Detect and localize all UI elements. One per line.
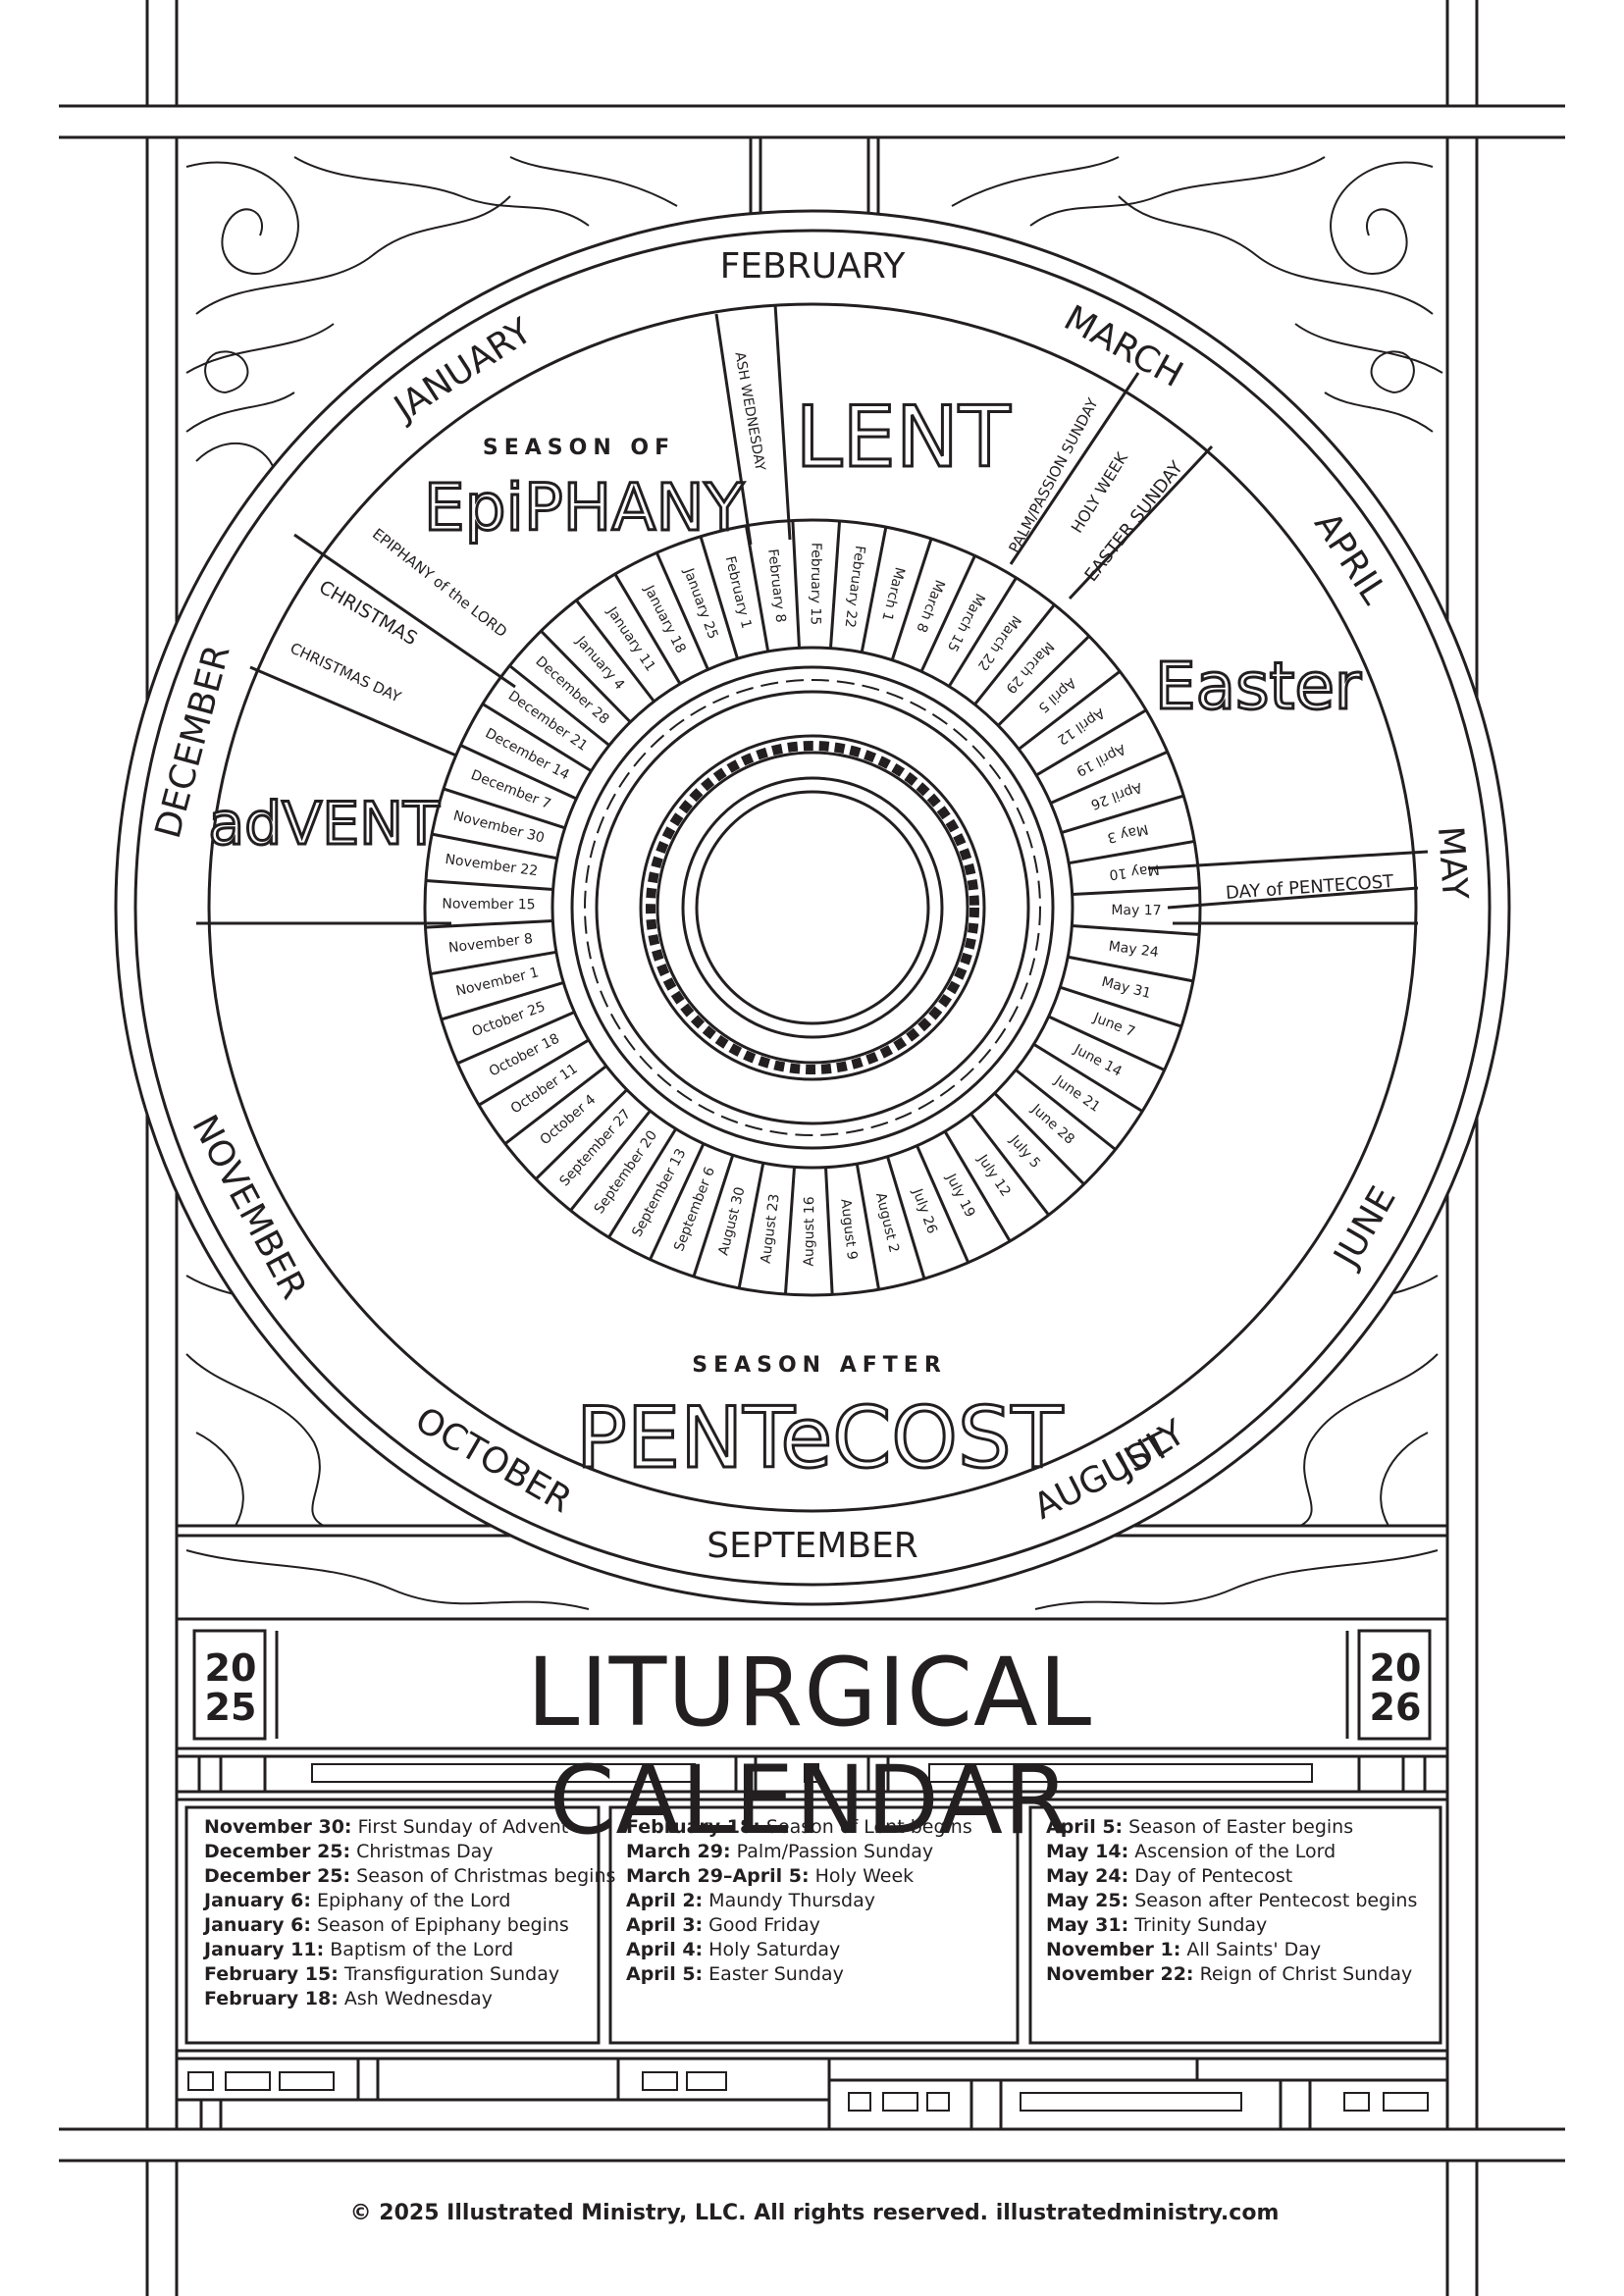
- date-entry-date: February 15:: [204, 1963, 339, 1985]
- date-entry-date: January 6:: [204, 1914, 311, 1936]
- date-entry-date: May 31:: [1046, 1914, 1128, 1936]
- date-entry-event: First Sunday of Advent: [352, 1816, 569, 1838]
- date-entry-event: Trinity Sunday: [1128, 1914, 1267, 1936]
- easter-label: Easter: [1155, 649, 1362, 724]
- date-entry: February 15: Transfiguration Sunday: [204, 1962, 597, 1987]
- year-left: 20 25: [196, 1648, 265, 1727]
- date-entry: January 6: Season of Epiphany begins: [204, 1913, 597, 1938]
- date-entry: April 5: Easter Sunday: [626, 1962, 1014, 1987]
- date-entry: May 25: Season after Pentecost begins: [1046, 1889, 1437, 1913]
- date-entry-date: April 3:: [626, 1914, 703, 1936]
- year-left-top: 20: [196, 1648, 265, 1688]
- date-entry-date: December 25:: [204, 1841, 350, 1862]
- date-entry-date: December 25:: [204, 1865, 350, 1887]
- pentecost-prefix: SEASON AFTER: [692, 1353, 947, 1378]
- date-entry-event: Holy Saturday: [703, 1939, 840, 1960]
- lent-label: LENT: [795, 389, 1011, 487]
- copyright-footer: © 2025 Illustrated Ministry, LLC. All ri…: [177, 2201, 1452, 2225]
- date-entry-event: Easter Sunday: [703, 1963, 844, 1985]
- date-entry: December 25: Christmas Day: [204, 1840, 597, 1864]
- date-entry: January 11: Baptism of the Lord: [204, 1938, 597, 1962]
- date-entry-event: Season of Easter begins: [1123, 1816, 1353, 1838]
- epiphany-prefix: SEASON OF: [483, 436, 675, 460]
- date-entry-date: January 11:: [204, 1939, 324, 1960]
- date-entry-date: May 14:: [1046, 1841, 1128, 1862]
- date-entry-date: May 24:: [1046, 1865, 1128, 1887]
- date-entry: April 2: Maundy Thursday: [626, 1889, 1014, 1913]
- date-entry: May 24: Day of Pentecost: [1046, 1864, 1437, 1889]
- dates-panel-lent: February 18: Season of Lent beginsMarch …: [626, 1815, 1014, 2051]
- year-right-top: 20: [1361, 1648, 1430, 1688]
- date-entry-date: November 1:: [1046, 1939, 1180, 1960]
- date-entry-date: April 4:: [626, 1939, 703, 1960]
- month-label: FEBRUARY: [720, 246, 907, 287]
- date-entry-event: Season after Pentecost begins: [1128, 1890, 1417, 1911]
- date-entry-event: Season of Epiphany begins: [311, 1914, 569, 1936]
- date-entry: November 30: First Sunday of Advent: [204, 1815, 597, 1840]
- dates-list: April 5: Season of Easter beginsMay 14: …: [1046, 1815, 1437, 1987]
- date-entry-event: Transfiguration Sunday: [339, 1963, 559, 1985]
- date-entry-event: Christmas Day: [350, 1841, 493, 1862]
- date-entry-date: April 5:: [626, 1963, 703, 1985]
- date-entry: February 18: Season of Lent begins: [626, 1815, 1014, 1840]
- date-entry: April 3: Good Friday: [626, 1913, 1014, 1938]
- date-entry-event: Day of Pentecost: [1128, 1865, 1292, 1887]
- date-entry-date: November 30:: [204, 1816, 352, 1838]
- date-entry-event: Ascension of the Lord: [1128, 1841, 1336, 1862]
- date-entry-date: March 29–April 5:: [626, 1865, 810, 1887]
- year-left-bottom: 25: [196, 1688, 265, 1727]
- date-entry-event: Maundy Thursday: [703, 1890, 875, 1911]
- date-entry: November 22: Reign of Christ Sunday: [1046, 1962, 1437, 1987]
- date-entry: February 18: Ash Wednesday: [204, 1987, 597, 2011]
- date-entry: March 29–April 5: Holy Week: [626, 1864, 1014, 1889]
- month-label: SEPTEMBER: [707, 1526, 918, 1566]
- date-entry-date: February 18:: [626, 1816, 760, 1838]
- date-entry-event: Ash Wednesday: [339, 1988, 493, 2009]
- date-entry-event: All Saints' Day: [1180, 1939, 1321, 1960]
- date-entry-date: January 6:: [204, 1890, 311, 1911]
- date-entry-event: Reign of Christ Sunday: [1194, 1963, 1413, 1985]
- date-entry: April 5: Season of Easter begins: [1046, 1815, 1437, 1840]
- date-entry-date: March 29:: [626, 1841, 731, 1862]
- sunday-label: May 17: [1111, 903, 1161, 918]
- pentecost-label: PENTeCOST: [576, 1389, 1064, 1487]
- date-entry: May 14: Ascension of the Lord: [1046, 1840, 1437, 1864]
- sunday-label: August 16: [802, 1196, 818, 1266]
- advent-label: adVENT: [208, 790, 440, 859]
- date-entry-date: April 2:: [626, 1890, 703, 1911]
- date-entry-event: Baptism of the Lord: [324, 1939, 513, 1960]
- date-entry-event: Season of Lent begins: [760, 1816, 972, 1838]
- date-entry: April 4: Holy Saturday: [626, 1938, 1014, 1962]
- date-entry-event: Good Friday: [703, 1914, 820, 1936]
- month-label: MAY: [1430, 825, 1475, 903]
- date-entry: November 1: All Saints' Day: [1046, 1938, 1437, 1962]
- date-entry-event: Palm/Passion Sunday: [731, 1841, 934, 1862]
- date-entry-date: May 25:: [1046, 1890, 1128, 1911]
- date-entry-event: Holy Week: [810, 1865, 915, 1887]
- date-entry-date: February 18:: [204, 1988, 339, 2009]
- epiphany-label: EpiPHANY: [424, 470, 745, 546]
- sunday-label: November 15: [442, 896, 535, 913]
- date-entry: December 25: Season of Christmas begins: [204, 1864, 597, 1889]
- date-entry-date: April 5:: [1046, 1816, 1123, 1838]
- date-entry: May 31: Trinity Sunday: [1046, 1913, 1437, 1938]
- year-right-bottom: 26: [1361, 1688, 1430, 1727]
- year-right: 20 26: [1361, 1648, 1430, 1727]
- date-entry-event: Epiphany of the Lord: [311, 1890, 510, 1911]
- date-entry: March 29: Palm/Passion Sunday: [626, 1840, 1014, 1864]
- date-entry-event: Season of Christmas begins: [350, 1865, 615, 1887]
- sunday-label: February 15: [808, 543, 824, 625]
- date-entry-date: November 22:: [1046, 1963, 1194, 1985]
- date-entry: January 6: Epiphany of the Lord: [204, 1889, 597, 1913]
